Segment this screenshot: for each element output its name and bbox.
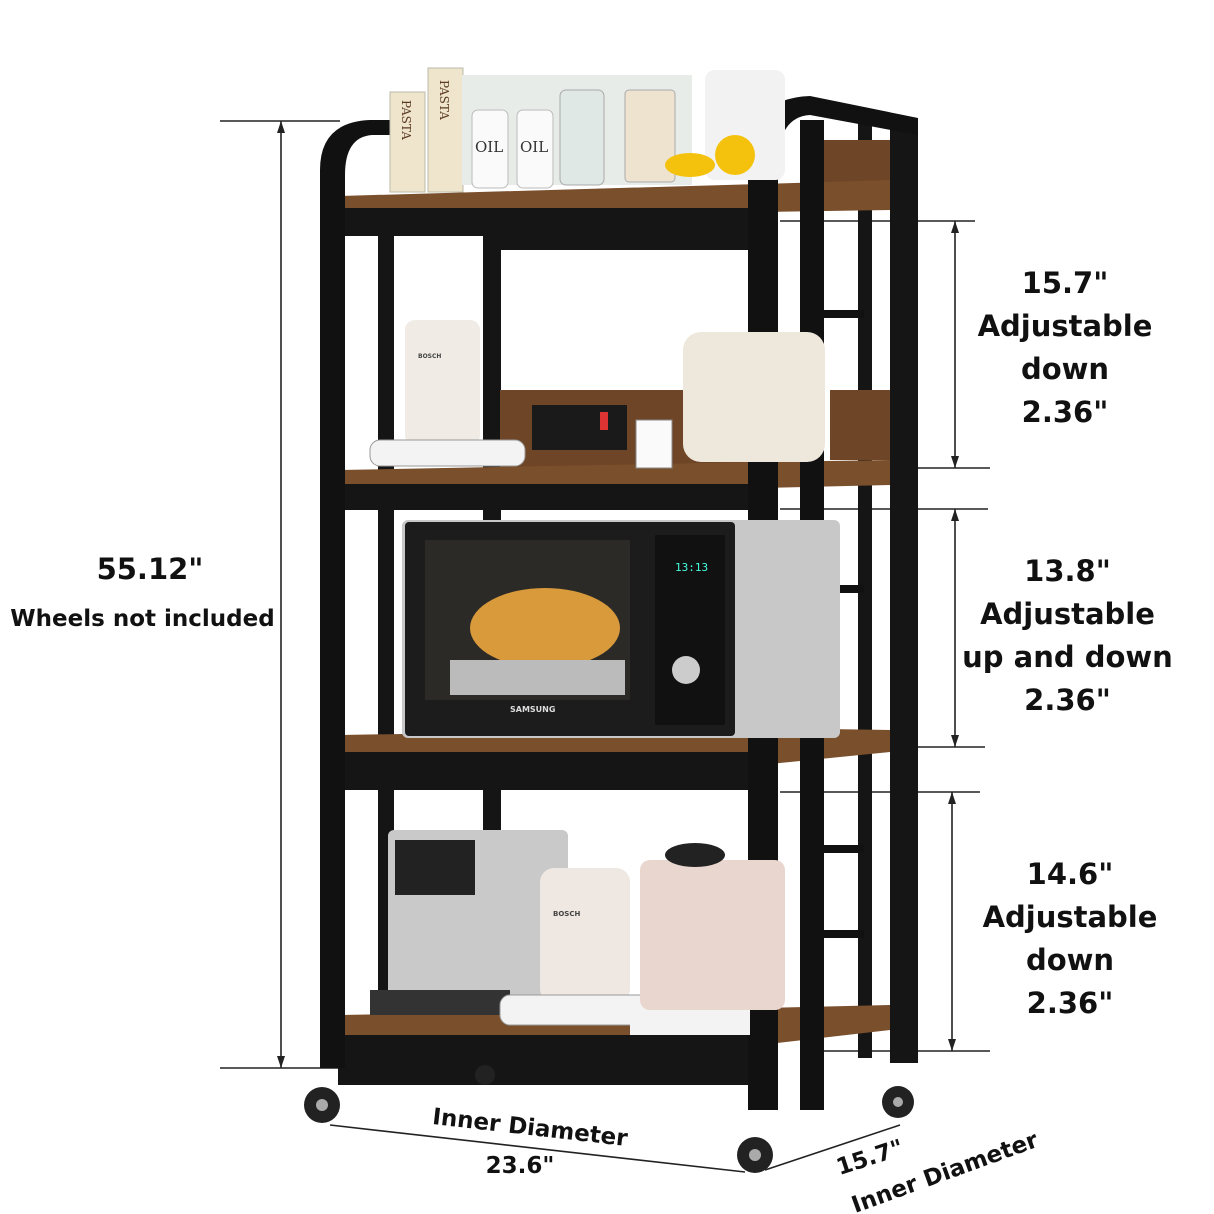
kettle-brand-2: BOSCH [553,910,580,918]
shelf-frame-back [378,118,918,1063]
second-shelf-items: BOSCH [369,320,825,469]
microwave-brand: SAMSUNG [510,705,555,714]
pasta-box-label-2: PASTA [437,80,451,120]
oil-bottle-label: OIL [475,138,503,156]
tier3-dimension: 14.6" Adjustable down 2.36" [965,853,1175,1025]
height-value: 55.12" [96,552,204,586]
bottom-shelf-items: BOSCH [370,830,785,1035]
tier1-line2: down [1020,352,1110,386]
width-value: 23.6" [485,1153,555,1179]
tier3-line1: Adjustable [982,900,1158,934]
top-shelf-items: PASTA PASTA OIL OIL [389,67,785,193]
tier3-value: 14.6" [1026,857,1114,891]
tier2-line1: Adjustable [980,597,1155,631]
caster-wheels [304,1065,914,1173]
dimension-lines [220,120,990,1173]
kettle-brand: BOSCH [418,353,441,360]
microwave: 13:13 SAMSUNG [402,520,840,738]
tier1-value: 15.7" [1021,266,1109,300]
tier3-line2: down [1025,943,1115,977]
tier1-line1: Adjustable [977,309,1153,343]
tier2-line2: up and down [962,640,1173,674]
tier1-dimension: 15.7" Adjustable down 2.36" [960,262,1170,434]
tier3-range: 2.36" [1026,986,1114,1020]
arrowheads [277,121,959,1068]
pasta-box-label: PASTA [399,100,413,140]
height-note: Wheels not included [10,606,275,632]
microwave-clock: 13:13 [675,561,708,574]
tier1-range: 2.36" [1021,395,1109,429]
tier2-dimension: 13.8" Adjustable up and down 2.36" [955,550,1180,722]
tier2-range: 2.36" [1024,683,1111,717]
tier2-value: 13.8" [1024,554,1111,588]
oil-bottle-label-2: OIL [520,138,548,156]
